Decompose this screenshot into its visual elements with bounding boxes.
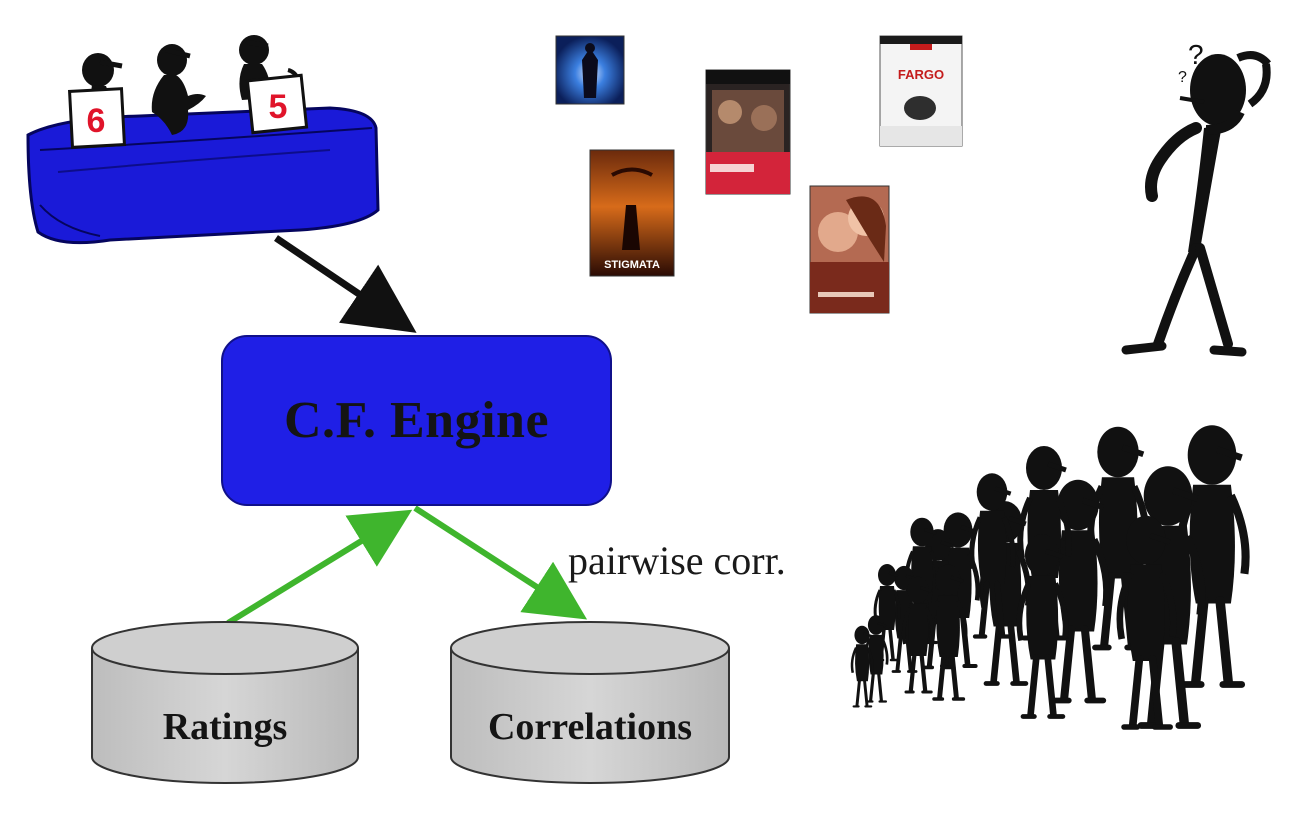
movie-poster xyxy=(705,69,791,195)
question-mark-icon: ? xyxy=(1188,39,1204,70)
cf-engine-label: C.F. Engine xyxy=(283,392,550,449)
ratings-database xyxy=(91,621,359,784)
crowd-person xyxy=(1016,534,1069,719)
score-card: 6 xyxy=(67,87,127,149)
correlations-label: Correlations xyxy=(487,706,693,748)
crowd-person xyxy=(969,473,1016,639)
ratings-label: Ratings xyxy=(162,706,288,748)
movie-poster xyxy=(809,185,890,314)
movie-poster-title: FARGO xyxy=(898,67,944,82)
movie-poster-title: STIGMATA xyxy=(604,259,660,271)
score-card-value: 5 xyxy=(269,88,288,126)
judges-panel: 6 5 xyxy=(26,35,380,245)
crowd-person xyxy=(901,576,935,694)
question-mark-icon: ? xyxy=(1178,69,1187,86)
judge-figure xyxy=(151,44,206,135)
confused-person-figure: ? ? xyxy=(1121,39,1272,357)
ratings-input-arrow xyxy=(274,235,417,333)
crowd-person xyxy=(863,615,889,703)
movie-poster: FARGO xyxy=(879,35,963,147)
pairwise-corr-label: pairwise corr. xyxy=(568,538,786,583)
correlations-database xyxy=(450,621,730,784)
movie-poster: STIGMATA xyxy=(589,149,675,277)
cf-engine-box: C.F. Engine xyxy=(221,335,612,506)
crowd-figures xyxy=(850,425,1250,730)
movie-poster xyxy=(555,35,625,105)
crowd-person xyxy=(850,625,874,708)
engine-to-correlations-arrow xyxy=(413,505,588,620)
score-card: 5 xyxy=(245,73,309,135)
crowd-person xyxy=(1116,515,1177,730)
score-card-value: 6 xyxy=(87,102,106,140)
ratings-to-engine-arrow xyxy=(226,509,413,626)
